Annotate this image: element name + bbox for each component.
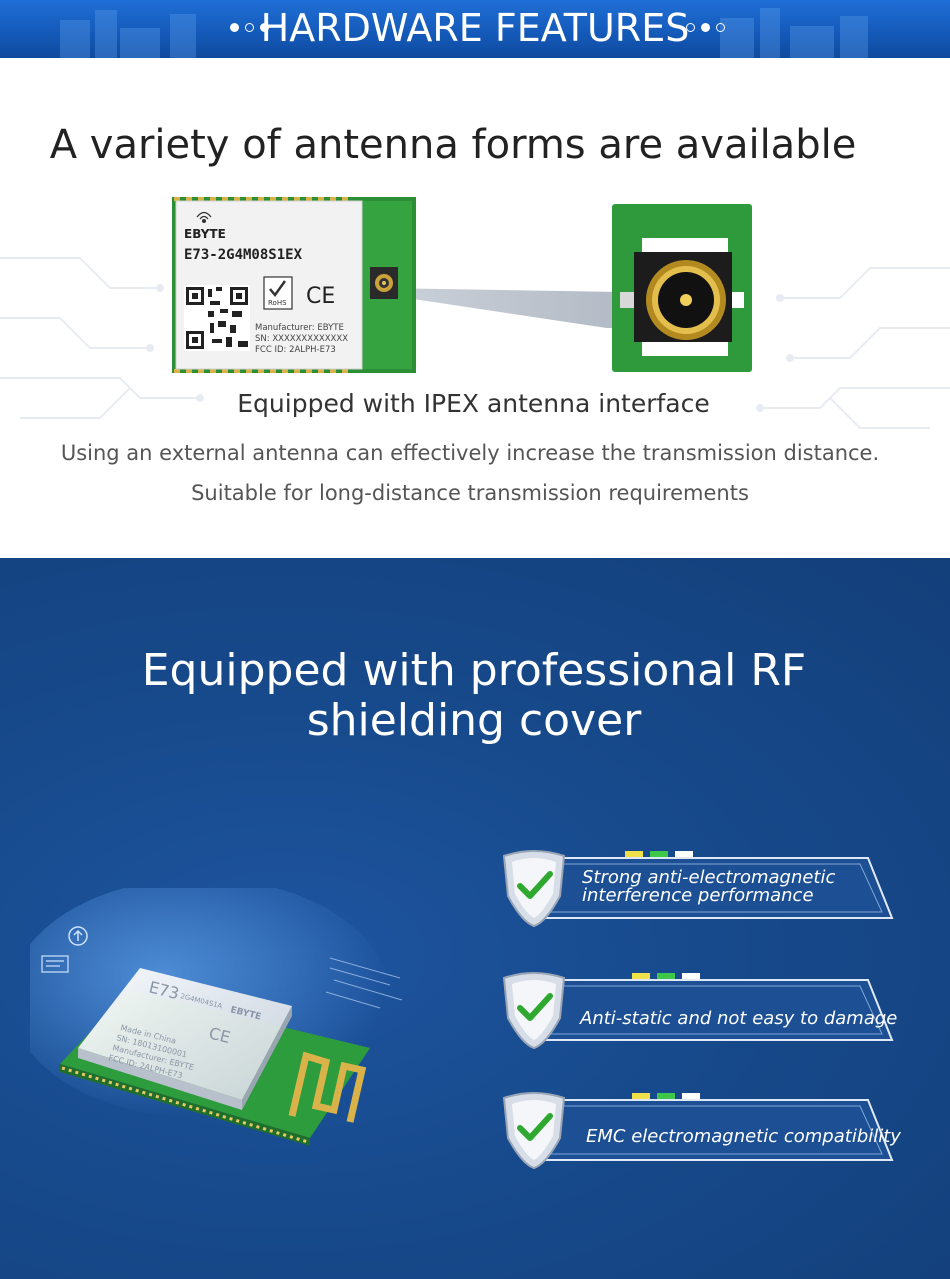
shielding-heading-line1: Equipped with professional RF xyxy=(141,645,807,696)
floating-card-icon xyxy=(41,955,69,973)
antenna-description-1: Using an external antenna can effectivel… xyxy=(60,441,880,465)
skyline-decoration xyxy=(60,8,868,58)
module-sn: SN: XXXXXXXXXXXXX xyxy=(255,334,348,344)
banner-title: HARDWARE FEATURES xyxy=(260,6,690,50)
module-model: E73-2G4M08S1EX xyxy=(184,247,303,263)
feature-label-anti-emi: Strong anti-electromagnetic interference… xyxy=(582,867,836,906)
feature-label-anti-static: Anti-static and not easy to damage xyxy=(580,1008,898,1029)
right-dots xyxy=(686,23,725,32)
ipex-connector-small xyxy=(370,267,398,299)
feature-frame xyxy=(502,1092,894,1170)
module-brand: EBYTE xyxy=(184,227,226,241)
module-fcc: FCC ID: 2ALPH-E73 xyxy=(255,345,336,355)
feature-label-emc: EMC electromagnetic compatibility xyxy=(586,1126,901,1147)
feature-anti-static: Anti-static and not easy to damage xyxy=(500,970,900,1050)
rohs-icon: RoHS xyxy=(263,276,293,310)
check-shield-icon xyxy=(502,1092,566,1170)
module-image: EBYTE E73-2G4M08S1EX RoHS CE Manufacture… xyxy=(172,197,416,373)
check-shield-icon xyxy=(502,972,566,1050)
module-manufacturer: Manufacturer: EBYTE xyxy=(255,323,344,333)
antenna-heading: A variety of antenna forms are available xyxy=(49,122,857,168)
ce-mark-chip-icon: CE xyxy=(207,1023,232,1047)
floating-arrow-icon xyxy=(68,926,88,946)
svg-text:RoHS: RoHS xyxy=(268,299,287,307)
svg-text:CE: CE xyxy=(207,1023,232,1047)
ce-mark-icon: CE xyxy=(306,284,335,309)
antenna-section: A variety of antenna forms are available xyxy=(0,58,950,558)
feature-anti-emi: Strong anti-electromagnetic interference… xyxy=(500,848,900,928)
circuit-background xyxy=(0,257,950,429)
feature-emc: EMC electromagnetic compatibility xyxy=(500,1090,901,1170)
feature-frame xyxy=(502,972,894,1050)
check-shield-icon xyxy=(502,850,566,928)
qr-code-icon xyxy=(184,285,250,351)
shielding-heading-line2: shielding cover xyxy=(306,695,642,746)
ipex-subheading: Equipped with IPEX antenna interface xyxy=(237,389,710,418)
data-lines-decoration xyxy=(325,957,403,1009)
header-banner: HARDWARE FEATURES xyxy=(0,0,950,58)
connector-beam xyxy=(380,288,620,328)
feature-frame xyxy=(502,850,894,928)
shielding-heading: Equipped with professional RF shielding … xyxy=(0,646,948,746)
antenna-description-2: Suitable for long-distance transmission … xyxy=(191,481,749,505)
shielded-module-image: E73 2G4M04S1A Made in China SN: 18013100… xyxy=(30,888,403,1146)
wifi-icon xyxy=(196,211,212,224)
ipex-connector-zoom xyxy=(612,204,752,372)
shielding-section: Equipped with professional RF shielding … xyxy=(0,558,950,1279)
left-dots xyxy=(230,23,269,32)
